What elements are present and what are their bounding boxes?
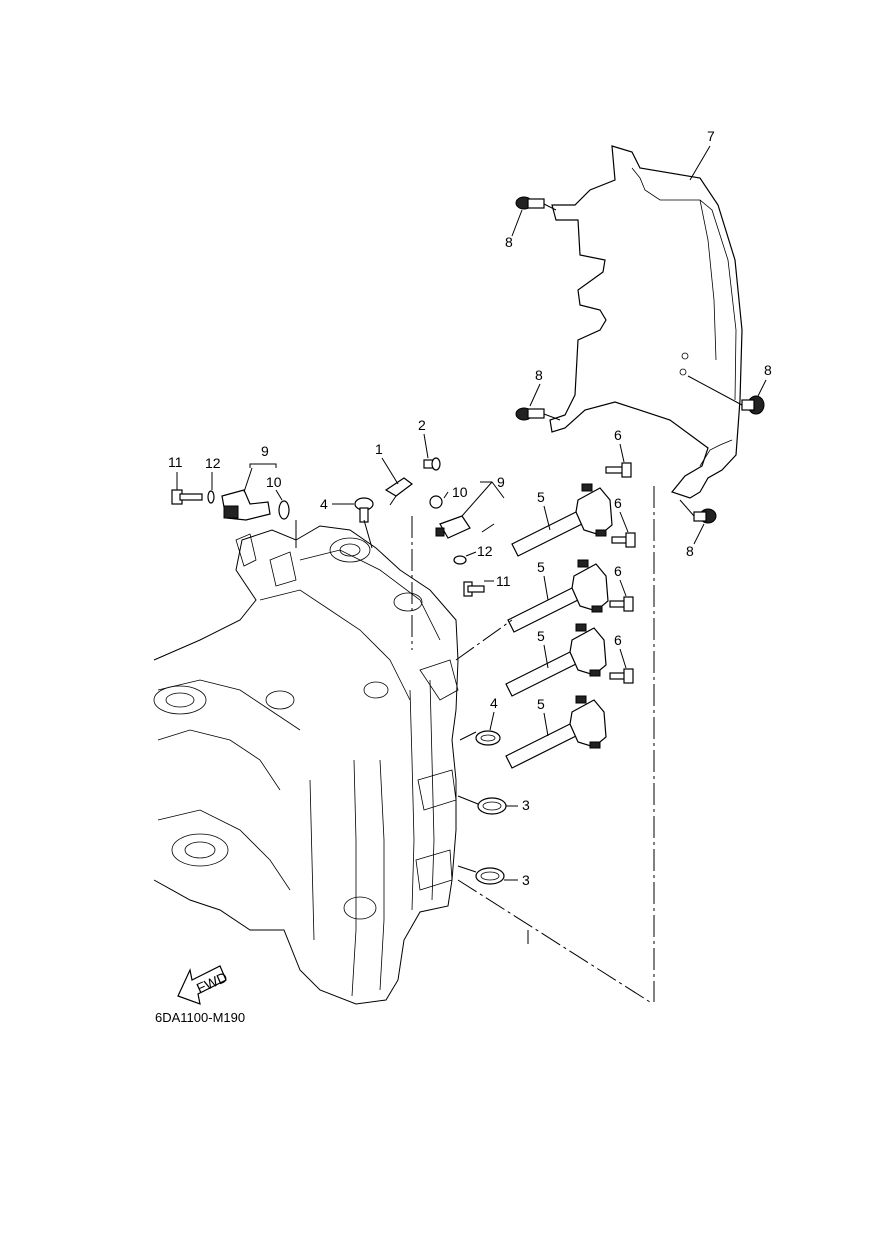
ignition-coil-2	[507, 559, 609, 633]
callout-3a: 3	[522, 797, 530, 813]
callout-1: 1	[375, 441, 383, 457]
callout-8b: 8	[535, 367, 543, 383]
ignition-coil-3	[505, 623, 607, 697]
callout-7: 7	[707, 128, 715, 144]
bolt-6-b	[611, 532, 636, 548]
bracket	[384, 477, 413, 506]
callout-5b: 5	[537, 559, 545, 575]
callout-6a: 6	[614, 427, 622, 443]
callout-9b: 9	[497, 474, 505, 490]
cover-plate	[549, 145, 743, 499]
bolt-6-c	[609, 596, 634, 612]
sensor-left	[221, 489, 271, 521]
callout-2: 2	[418, 417, 426, 433]
washer-right	[453, 555, 467, 565]
callout-9a: 9	[261, 443, 269, 459]
hose-clamp-3-lower	[475, 867, 505, 885]
hose-clamp-3-upper	[477, 797, 507, 815]
callout-3b: 3	[522, 872, 530, 888]
grommet-top-left	[515, 196, 545, 210]
callout-8c: 8	[764, 362, 772, 378]
bolt-11-left	[171, 489, 203, 505]
hose-clamp-4-upper	[354, 497, 374, 523]
grommet-bottom	[693, 508, 717, 524]
callout-5d: 5	[537, 696, 545, 712]
callout-6b: 6	[614, 495, 622, 511]
ignition-coil-4	[505, 695, 607, 769]
callout-6d: 6	[614, 632, 622, 648]
ignition-coil-1	[511, 483, 613, 557]
callout-11b: 11	[496, 573, 511, 589]
callout-5a: 5	[537, 489, 545, 505]
o-ring-right	[429, 495, 443, 509]
callout-4b: 4	[490, 695, 498, 711]
callout-8a: 8	[505, 234, 513, 250]
hose-clamp-4-lower	[475, 730, 501, 746]
callout-10a: 10	[266, 474, 282, 490]
bolt-6-a	[605, 462, 632, 478]
callout-11a: 11	[168, 454, 183, 470]
bolt-6-d	[609, 668, 634, 684]
figure-code: 6DA1100-M190	[155, 1010, 245, 1025]
callout-12a: 12	[205, 455, 221, 471]
washer-left	[207, 490, 215, 504]
leader-lines	[295, 486, 655, 1003]
callout-6c: 6	[614, 563, 622, 579]
screw	[423, 457, 441, 471]
callout-8d: 8	[686, 543, 694, 559]
callout-12b: 12	[477, 543, 493, 559]
fwd-arrow-icon: FWD	[177, 965, 230, 1005]
callout-4a: 4	[320, 496, 328, 512]
grommet-mid-left	[515, 407, 545, 421]
callout-5c: 5	[537, 628, 545, 644]
fwd-label: FWD	[194, 969, 230, 997]
engine-block	[153, 525, 459, 1005]
bolt-11-right	[463, 581, 485, 597]
o-ring-left	[278, 500, 290, 520]
callout-10b: 10	[452, 484, 468, 500]
sensor-right	[435, 515, 471, 539]
grommet-right	[741, 395, 765, 415]
